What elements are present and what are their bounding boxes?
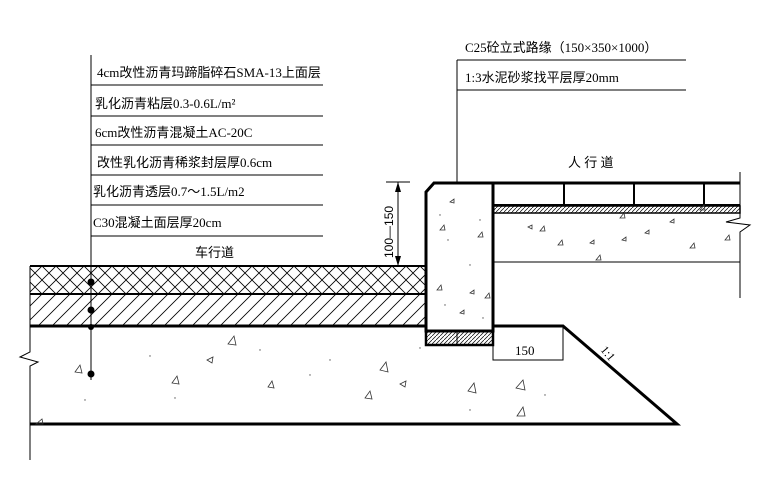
- sidewalk: [492, 172, 752, 298]
- carriageway-label: 车行道: [195, 245, 234, 260]
- layer-label-c30-concrete: C30混凝土面层厚20cm: [93, 215, 222, 230]
- layer-label-slurry-seal: 改性乳化沥青稀浆封层厚0.6cm: [97, 155, 272, 170]
- aggregate-icon: [171, 375, 180, 385]
- curb-spec-label: C25砼立式路缘（150×350×1000）: [465, 40, 657, 55]
- aggregate-icon: [644, 229, 650, 235]
- aggregate-icon: [557, 239, 564, 246]
- left-callout: 4cm改性沥青玛蹄脂碎石SMA-13上面层 乳化沥青粘层0.3-0.6L/m² …: [87, 55, 323, 380]
- subbase-outline: [30, 324, 682, 426]
- leader-dot: [87, 370, 95, 378]
- aggregate-icon: [619, 212, 626, 219]
- aggregate-icon: [724, 234, 731, 241]
- concrete-dots: [84, 214, 546, 411]
- backing-dimension: 150: [492, 325, 564, 361]
- aggregate-icon: [477, 231, 484, 238]
- aggregate-icon: [439, 224, 446, 231]
- curb-exposure-dimension: 100—150: [382, 181, 410, 266]
- curb-exposure-text: 100—150: [382, 206, 396, 258]
- layer-label-ac20c: 6cm改性沥青混凝土AC-20C: [95, 125, 252, 140]
- sidewalk-mortar-bed: [492, 205, 741, 214]
- aggregate-icon: [539, 225, 546, 232]
- aggregate-icon: [669, 218, 675, 224]
- aggregate-icon: [364, 390, 373, 400]
- aggregate-icon: [516, 405, 526, 417]
- mortar-bed: [424, 329, 495, 347]
- layer-label-sma13: 4cm改性沥青玛蹄脂碎石SMA-13上面层: [97, 65, 321, 80]
- backing-width-text: 150: [515, 343, 535, 358]
- aggregate-icon: [484, 292, 491, 299]
- aggregate-icon: [379, 361, 389, 373]
- curb-body: [424, 181, 495, 333]
- aggregate-icon: [515, 379, 526, 391]
- curb-stone: [424, 181, 495, 347]
- aggregate-icon: [527, 224, 533, 230]
- aggregate-icon: [206, 356, 214, 364]
- aggregate-markings: [34, 198, 731, 425]
- aggregate-icon: [621, 236, 627, 242]
- aggregate-icon: [267, 380, 275, 389]
- layer-label-tack-coat: 乳化沥青粘层0.3-0.6L/m²: [95, 96, 235, 111]
- asphalt-surface-layer: [30, 266, 430, 294]
- aggregate-icon: [459, 309, 465, 315]
- break-line: [725, 172, 752, 298]
- arrow-down-icon: [395, 256, 401, 266]
- subbase: [30, 324, 682, 426]
- aggregate-icon: [74, 364, 83, 374]
- aggregate-icon: [399, 380, 407, 388]
- break-line: [18, 266, 40, 460]
- aggregate-icon: [34, 418, 44, 425]
- backing-dimension-box: [492, 325, 564, 361]
- concrete-base-layer: [30, 294, 430, 326]
- aggregate-icon: [436, 284, 443, 291]
- aggregate-icon: [595, 254, 602, 261]
- aggregate-icon: [469, 289, 475, 295]
- aggregate-icon: [449, 198, 455, 204]
- mortar-bed-label: 1:3水泥砂浆找平层厚20mm: [465, 70, 619, 85]
- layer-label-prime-coat: 乳化沥青透层0.7～1.5L/m2: [93, 184, 245, 199]
- aggregate-icon: [689, 242, 696, 249]
- aggregate-icon: [589, 239, 595, 245]
- arrow-up-icon: [395, 182, 401, 192]
- aggregate-icon: [699, 204, 706, 211]
- aggregate-icon: [227, 335, 237, 346]
- aggregate-icon: [467, 382, 477, 394]
- slope-label: 1:1: [598, 343, 619, 364]
- road-pavement-layers: [30, 265, 430, 328]
- sidewalk-label: 人 行 道: [568, 155, 614, 170]
